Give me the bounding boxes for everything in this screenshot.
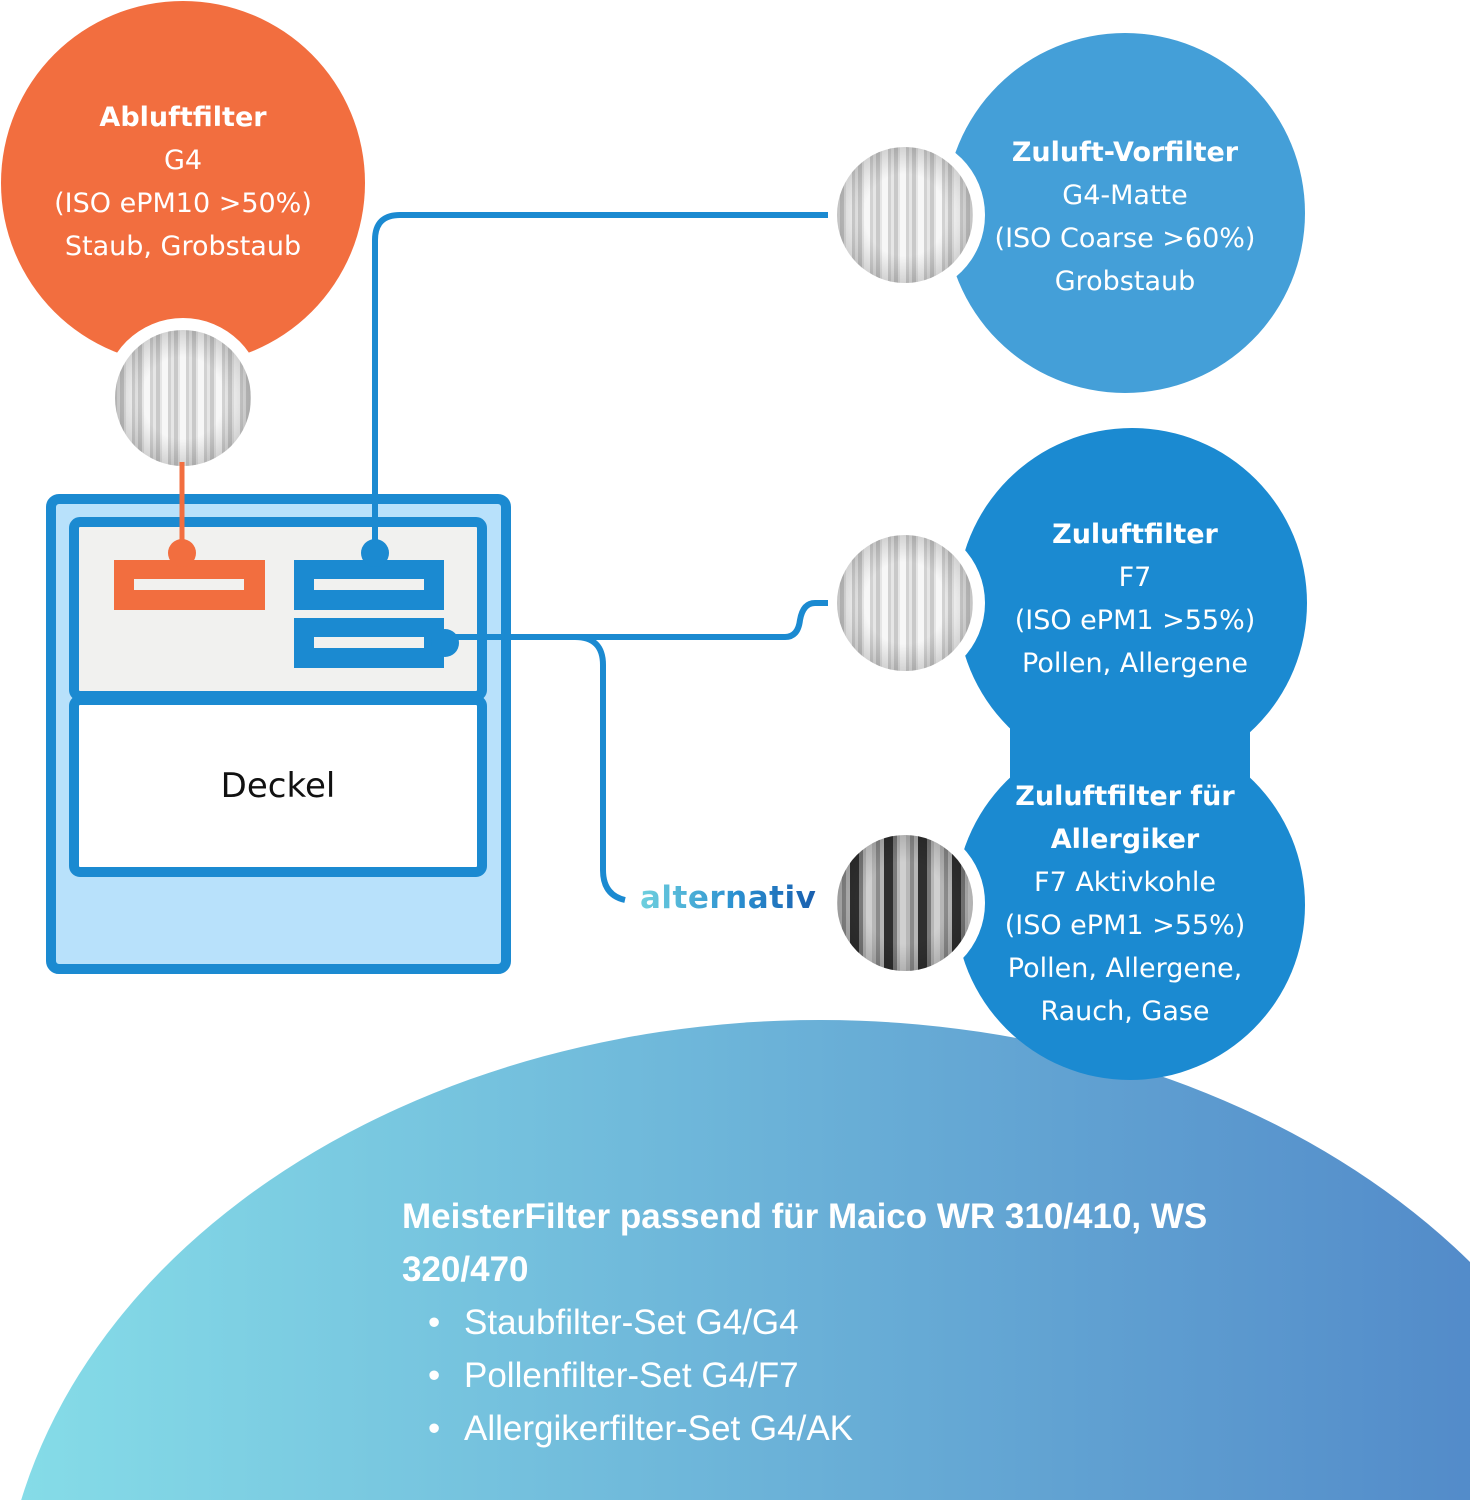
product-info: MeisterFilter passend für Maico WR 310/4…	[402, 1190, 1342, 1455]
alternative-label: alternativ	[640, 880, 817, 916]
allergiker-title-line1: Zuluftfilter für	[1015, 781, 1235, 812]
abluftfilter-use: Staub, Grobstaub	[64, 231, 302, 262]
allergiker-use-2: Rauch, Gase	[1040, 996, 1210, 1027]
zuluftfilter-class: F7	[1118, 562, 1152, 593]
abluftfilter-iso: (ISO ePM10 >50%)	[54, 188, 312, 219]
zuluftfilter-iso: (ISO ePM1 >55%)	[1014, 605, 1256, 636]
cover-label: Deckel	[220, 766, 336, 806]
list-item-text: Staubfilter-Set G4/G4	[464, 1303, 799, 1342]
allergiker-iso: (ISO ePM1 >55%)	[1004, 910, 1246, 941]
list-item-text: Pollenfilter-Set G4/F7	[464, 1356, 799, 1395]
zuluftfilter-title: Zuluftfilter	[1052, 519, 1218, 550]
alternativ-connector-line	[574, 634, 626, 903]
zuluft-vorfilter-iso: (ISO Coarse >60%)	[994, 223, 1256, 254]
zuluftfilter-label: Zuluftfilter F7 (ISO ePM1 >55%) Pollen, …	[985, 513, 1285, 685]
abluftfilter-bubble	[1, 1, 365, 365]
list-item-text: Allergikerfilter-Set G4/AK	[464, 1409, 854, 1448]
abluftfilter-class: G4	[163, 145, 203, 176]
allergiker-title-line2: Allergiker	[1050, 824, 1200, 855]
product-set-list: • Staubfilter-Set G4/G4 • Pollenfilter-Set…	[402, 1296, 1342, 1455]
abluftfilter-label: Abluftfilter G4 (ISO ePM10 >50%) Staub, …	[0, 96, 366, 268]
bullet-icon: •	[428, 1356, 441, 1395]
zuluft-vorfilter-use: Grobstaub	[1054, 266, 1196, 297]
vorfilter-connector-line	[372, 212, 828, 555]
list-item: • Pollenfilter-Set G4/F7	[428, 1349, 1342, 1402]
zuluftfilter-allergiker-label: Zuluftfilter für Allergiker F7 Aktivkohl…	[975, 775, 1275, 1033]
zuluft-connector-line	[445, 600, 828, 640]
zuluft-vorfilter-title: Zuluft-Vorfilter	[1011, 137, 1239, 168]
abluftfilter-title: Abluftfilter	[99, 102, 267, 133]
bullet-icon: •	[428, 1409, 441, 1448]
zuluftfilter-bubble	[957, 428, 1307, 778]
list-item: • Staubfilter-Set G4/G4	[428, 1296, 1342, 1349]
device-cover	[69, 695, 487, 877]
zuluft-vorfilter-bubble	[945, 33, 1305, 393]
allergiker-class: F7 Aktivkohle	[1034, 867, 1216, 898]
zuluft-vorfilter-label: Zuluft-Vorfilter G4-Matte (ISO Coarse >6…	[975, 131, 1275, 303]
bullet-icon: •	[428, 1303, 441, 1342]
bottom-dome-background	[21, 1020, 1470, 1500]
product-headline: MeisterFilter passend für Maico WR 310/4…	[402, 1197, 1208, 1289]
zuluftfilter-allergiker-bubble	[955, 730, 1305, 1080]
list-item: • Allergikerfilter-Set G4/AK	[428, 1402, 1342, 1455]
zuluft-vorfilter-class: G4-Matte	[1062, 180, 1188, 211]
zuluftfilter-use: Pollen, Allergene	[1022, 648, 1248, 679]
allergiker-use-1: Pollen, Allergene,	[1007, 953, 1243, 984]
